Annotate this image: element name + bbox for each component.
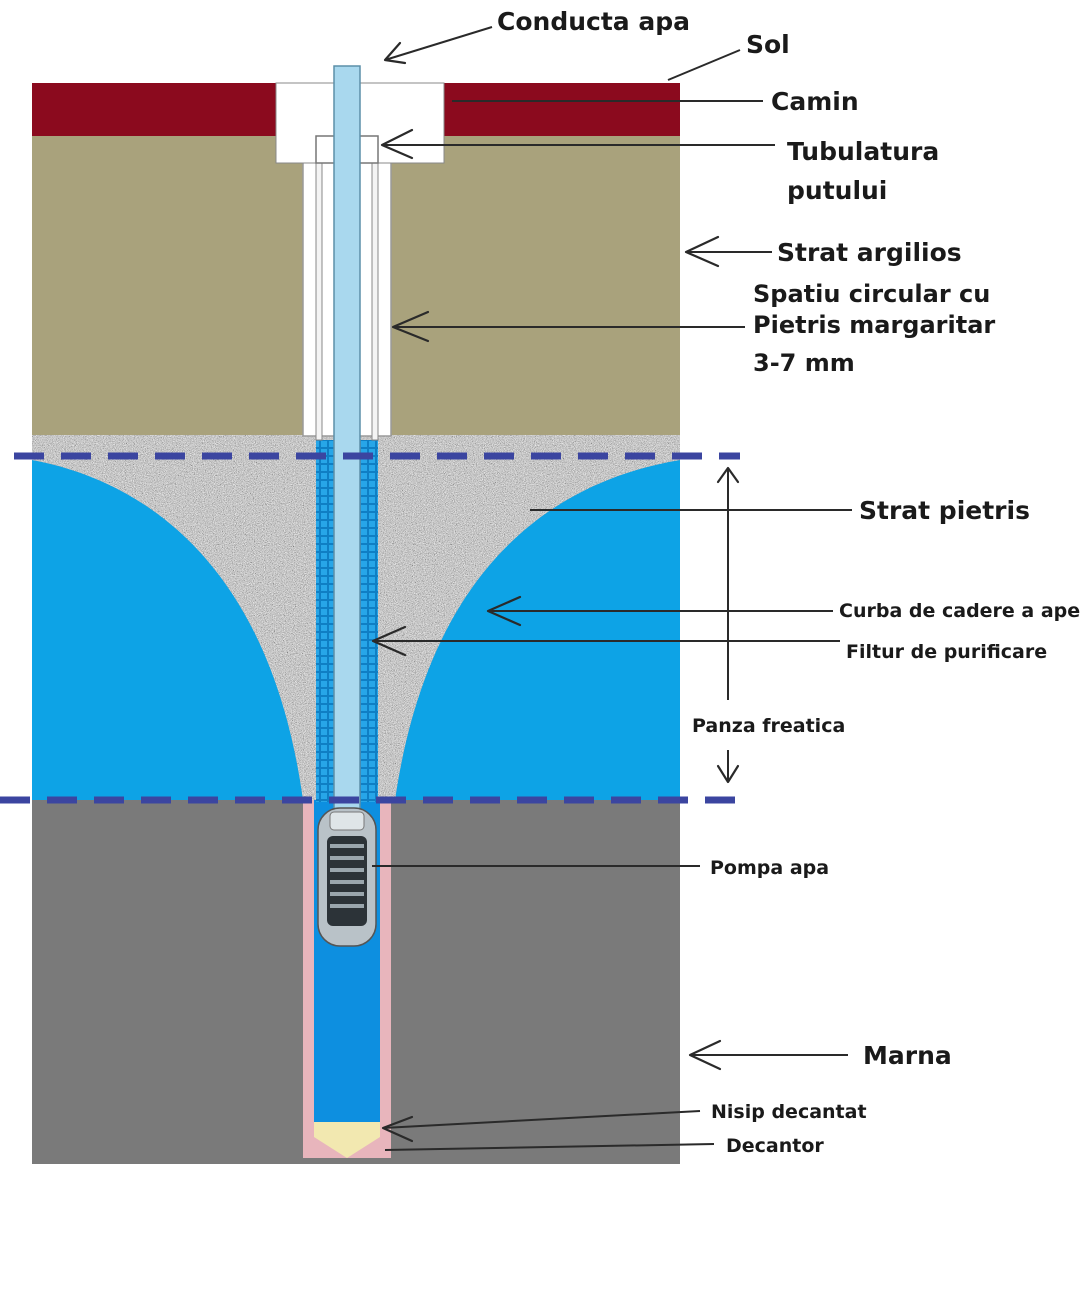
label-strat-argilios: Strat argilios xyxy=(777,238,962,267)
leader-sol xyxy=(667,49,741,81)
label-camin: Camin xyxy=(771,87,859,116)
leader-marna xyxy=(688,1039,848,1071)
leader-conducta-apa xyxy=(383,26,493,65)
label-filtru: Filtur de purificare xyxy=(846,641,1047,663)
leader-filtru xyxy=(371,625,840,657)
leader-spatiu-circular xyxy=(391,310,745,343)
label-conducta-apa: Conducta apa xyxy=(497,7,690,36)
label-decantor: Decantor xyxy=(726,1135,824,1157)
label-sol: Sol xyxy=(746,30,790,59)
leader-nisip xyxy=(381,1110,701,1143)
water-pipe xyxy=(333,65,361,811)
casing-wall-left xyxy=(315,135,323,441)
panza-range-arrow xyxy=(716,466,740,784)
water-pump xyxy=(317,807,377,947)
label-strat-pietris: Strat pietris xyxy=(859,496,1030,525)
label-marna: Marna xyxy=(863,1041,952,1070)
label-nisip: Nisip decantat xyxy=(711,1101,867,1123)
leader-curba xyxy=(486,595,833,627)
settled-sand xyxy=(314,1122,380,1158)
label-spatiu-2: Pietris margaritar xyxy=(753,311,995,339)
leader-decantor xyxy=(384,1143,715,1151)
label-spatiu-1: Spatiu circular cu xyxy=(753,280,990,308)
leader-strat-argilios xyxy=(684,235,772,268)
label-pompa: Pompa apa xyxy=(710,857,829,879)
casing-wall-right xyxy=(371,135,379,441)
label-tubulatura-2: putului xyxy=(787,176,887,205)
leader-tubulatura xyxy=(380,128,775,160)
label-tubulatura-1: Tubulatura xyxy=(787,137,939,166)
label-panza: Panza freatica xyxy=(692,715,845,737)
label-spatiu-3: 3-7 mm xyxy=(753,349,855,377)
label-curba: Curba de cadere a apei xyxy=(839,600,1080,622)
